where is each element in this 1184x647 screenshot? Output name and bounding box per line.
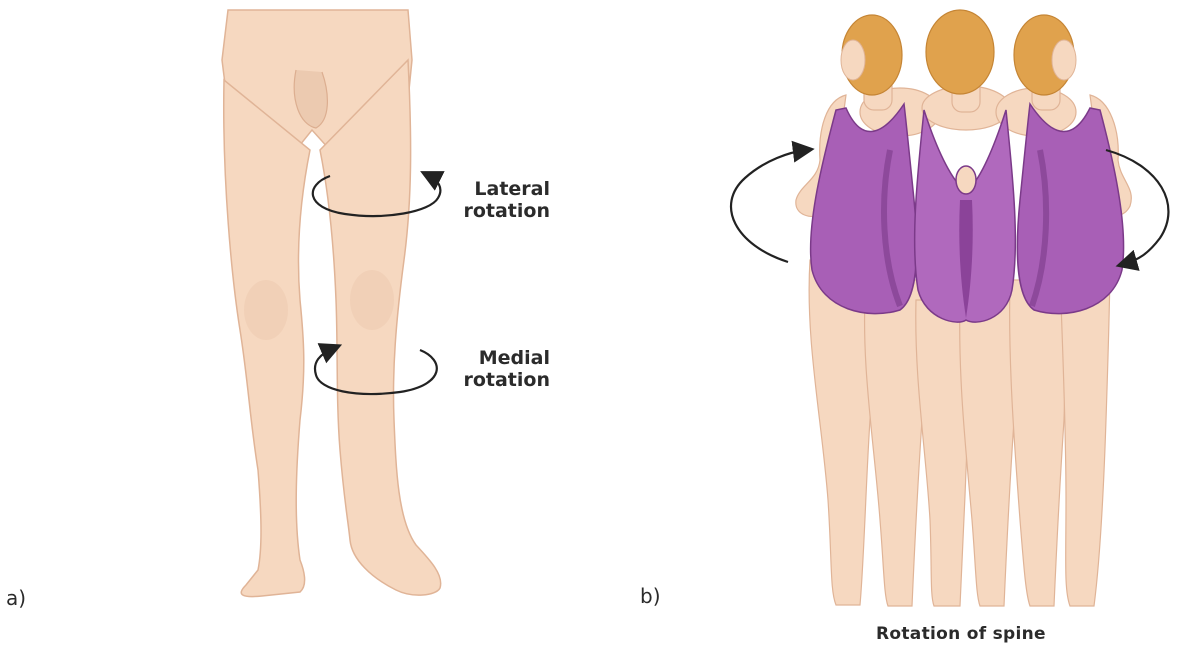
- lateral-rotation-line1: Lateral: [440, 178, 550, 200]
- spine-rotation-caption: Rotation of spine: [876, 624, 1046, 644]
- lateral-rotation-line2: rotation: [440, 200, 550, 222]
- medial-rotation-line1: Medial: [440, 347, 550, 369]
- legs-figure: [222, 10, 441, 597]
- lateral-rotation-label: Lateral rotation: [440, 178, 550, 222]
- medial-rotation-line2: rotation: [440, 369, 550, 391]
- torso-figures: [796, 10, 1132, 606]
- spine-rotation-left-arrow: [731, 150, 806, 262]
- medial-rotation-label: Medial rotation: [440, 347, 550, 391]
- panel-b-letter: b): [640, 584, 661, 608]
- panel-a-letter: a): [6, 586, 26, 610]
